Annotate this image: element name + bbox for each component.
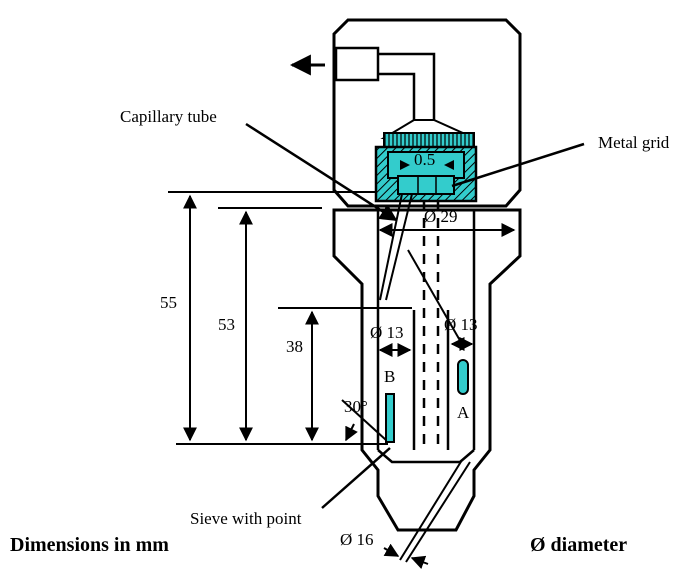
dim-label-d13-left: Ø 13 xyxy=(370,323,404,342)
note-dimensions: Dimensions in mm xyxy=(10,534,169,556)
discharge-tube xyxy=(399,459,471,563)
column-body xyxy=(332,208,522,532)
leader-metal-grid xyxy=(451,142,585,188)
section-label-a: A xyxy=(457,403,470,422)
section-label-b: B xyxy=(384,367,395,386)
center-tube xyxy=(412,310,450,450)
angle-arrow xyxy=(345,423,358,442)
gap-arrow-left xyxy=(400,160,410,170)
label-metal-grid: Metal grid xyxy=(598,133,670,152)
sieve-a xyxy=(457,359,469,395)
inner-bottom xyxy=(377,449,475,464)
label-capillary-tube: Capillary tube xyxy=(120,107,217,126)
upper-chamber-outline xyxy=(332,18,522,208)
dim-label-55: 55 xyxy=(160,293,177,312)
capillary-diagonal xyxy=(407,249,463,345)
dim-label-38: 38 xyxy=(286,337,303,356)
dim-label-53: 53 xyxy=(218,315,235,334)
striped-cap xyxy=(383,132,475,148)
dim-label-d29: Ø 29 xyxy=(424,207,458,226)
leader-sieve xyxy=(321,447,391,509)
outlet-box xyxy=(334,46,380,82)
outlet-pipe xyxy=(378,52,436,120)
dim-arrow-d16-left xyxy=(383,543,400,557)
capillary-tube xyxy=(379,193,413,301)
angle-ray xyxy=(341,399,387,441)
dim-arrow-d16-right xyxy=(410,555,429,569)
gap-dimension: 0.5 xyxy=(414,150,435,169)
note-diameter: Ø diameter xyxy=(530,534,627,556)
gap-arrow-right xyxy=(444,160,454,170)
dim-label-d16: Ø 16 xyxy=(340,530,374,549)
leader-capillary xyxy=(245,122,398,222)
label-sieve-with-point: Sieve with point xyxy=(190,509,302,528)
angle-label-30: 30° xyxy=(344,397,368,416)
sieve-b xyxy=(385,393,395,443)
dim-label-d13-right: Ø 13 xyxy=(444,315,478,334)
grid-lower-window xyxy=(397,175,455,195)
